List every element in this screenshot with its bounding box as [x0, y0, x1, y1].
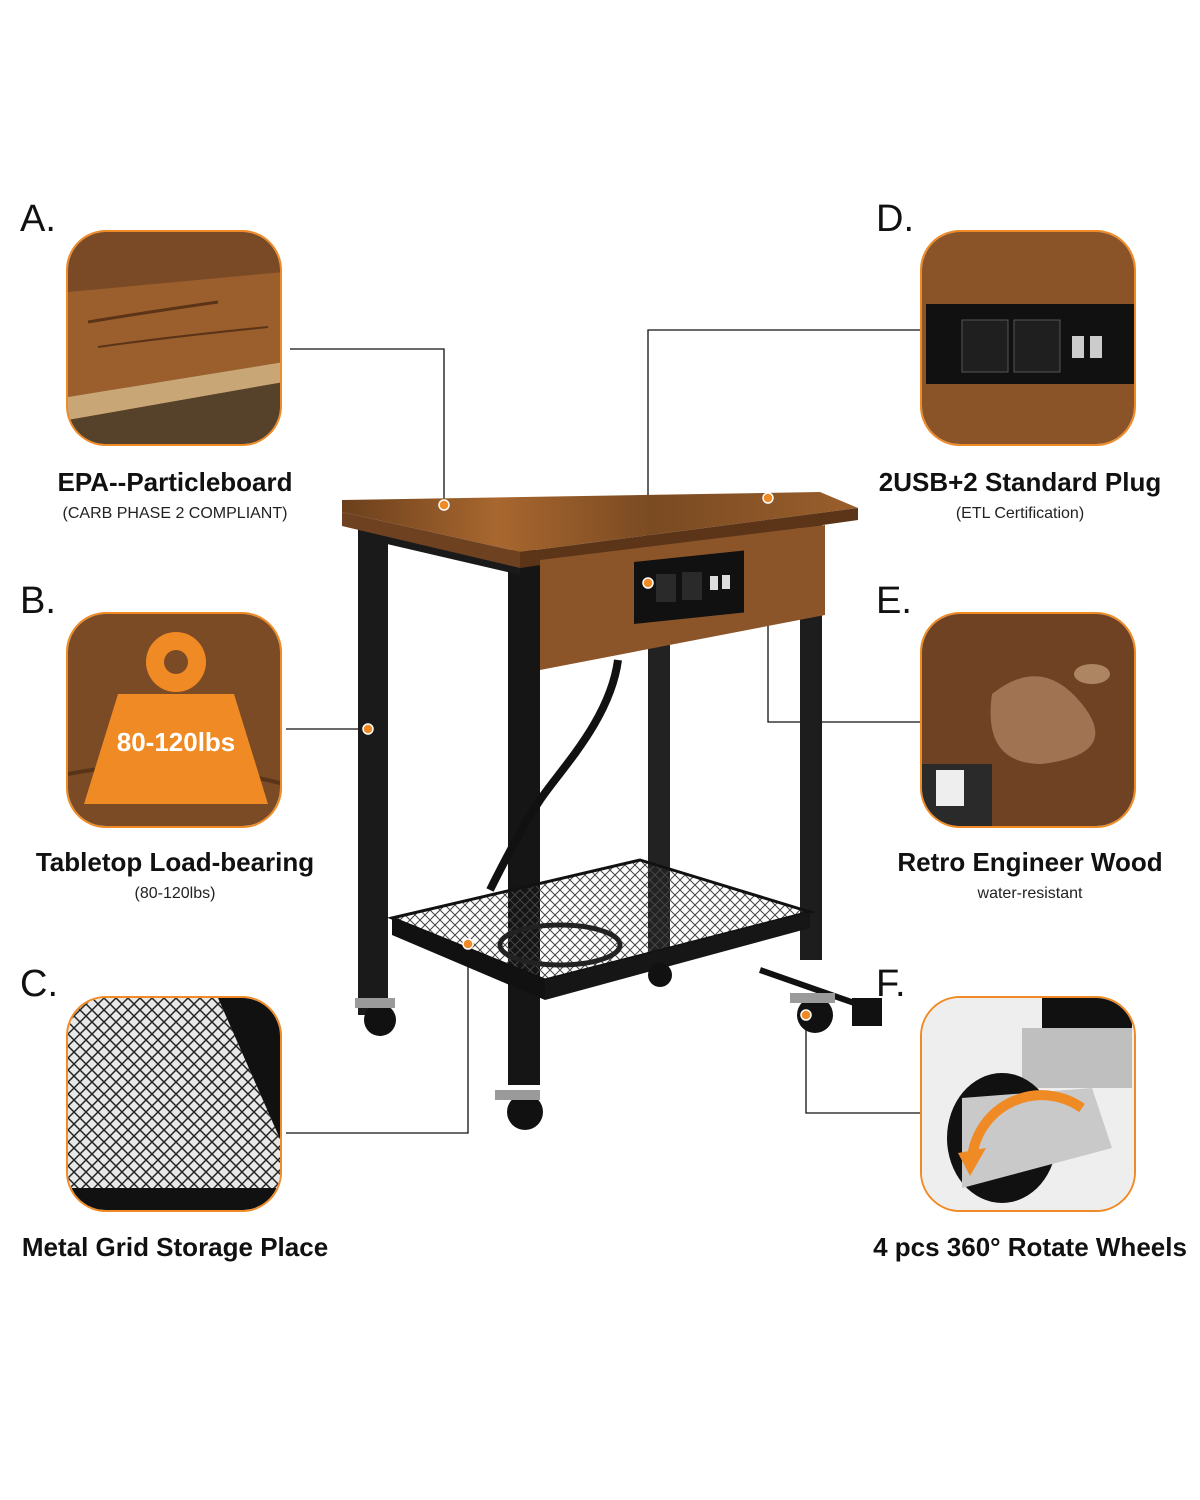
feature-d-card [920, 230, 1136, 446]
caster-wheel-icon [922, 998, 1134, 1210]
feature-d-title: 2USB+2 Standard Plug [878, 467, 1162, 497]
water-droplet-icon [922, 614, 1134, 826]
feature-e-subtitle: water-resistant [977, 885, 1083, 902]
feature-a-letter: A. [20, 198, 56, 240]
feature-e-card [920, 612, 1136, 828]
particleboard-closeup-icon [68, 232, 280, 444]
feature-c-letter: C. [20, 963, 58, 1005]
feature-e-letter: E. [876, 580, 912, 622]
feature-f-letter: F. [876, 963, 906, 1005]
feature-a-title: EPA--Particleboard [57, 467, 293, 497]
feature-f-title: 4 pcs 360° Rotate Wheels [873, 1232, 1187, 1262]
feature-b-letter: B. [20, 580, 56, 622]
callout-dots [362, 492, 812, 1021]
feature-b-card: 80-120lbs [66, 612, 282, 828]
feature-a-card [66, 230, 282, 446]
feature-c-card [66, 996, 282, 1212]
metal-grid-icon [68, 998, 280, 1210]
power-outlet-icon [922, 232, 1134, 444]
weight-icon: 80-120lbs [68, 614, 280, 826]
feature-e-title: Retro Engineer Wood [897, 847, 1163, 877]
feature-d-letter: D. [876, 198, 914, 240]
feature-b-subtitle: (80-120lbs) [134, 885, 216, 902]
feature-b-title: Tabletop Load-bearing [35, 847, 315, 877]
side-table [342, 492, 882, 1130]
weight-badge-text: 80-120lbs [117, 727, 236, 757]
feature-f-card [920, 996, 1136, 1212]
feature-d-subtitle: (ETL Certification) [955, 505, 1085, 522]
feature-c-title: Metal Grid Storage Place [21, 1232, 329, 1262]
feature-a-subtitle: (CARB PHASE 2 COMPLIANT) [62, 505, 288, 522]
